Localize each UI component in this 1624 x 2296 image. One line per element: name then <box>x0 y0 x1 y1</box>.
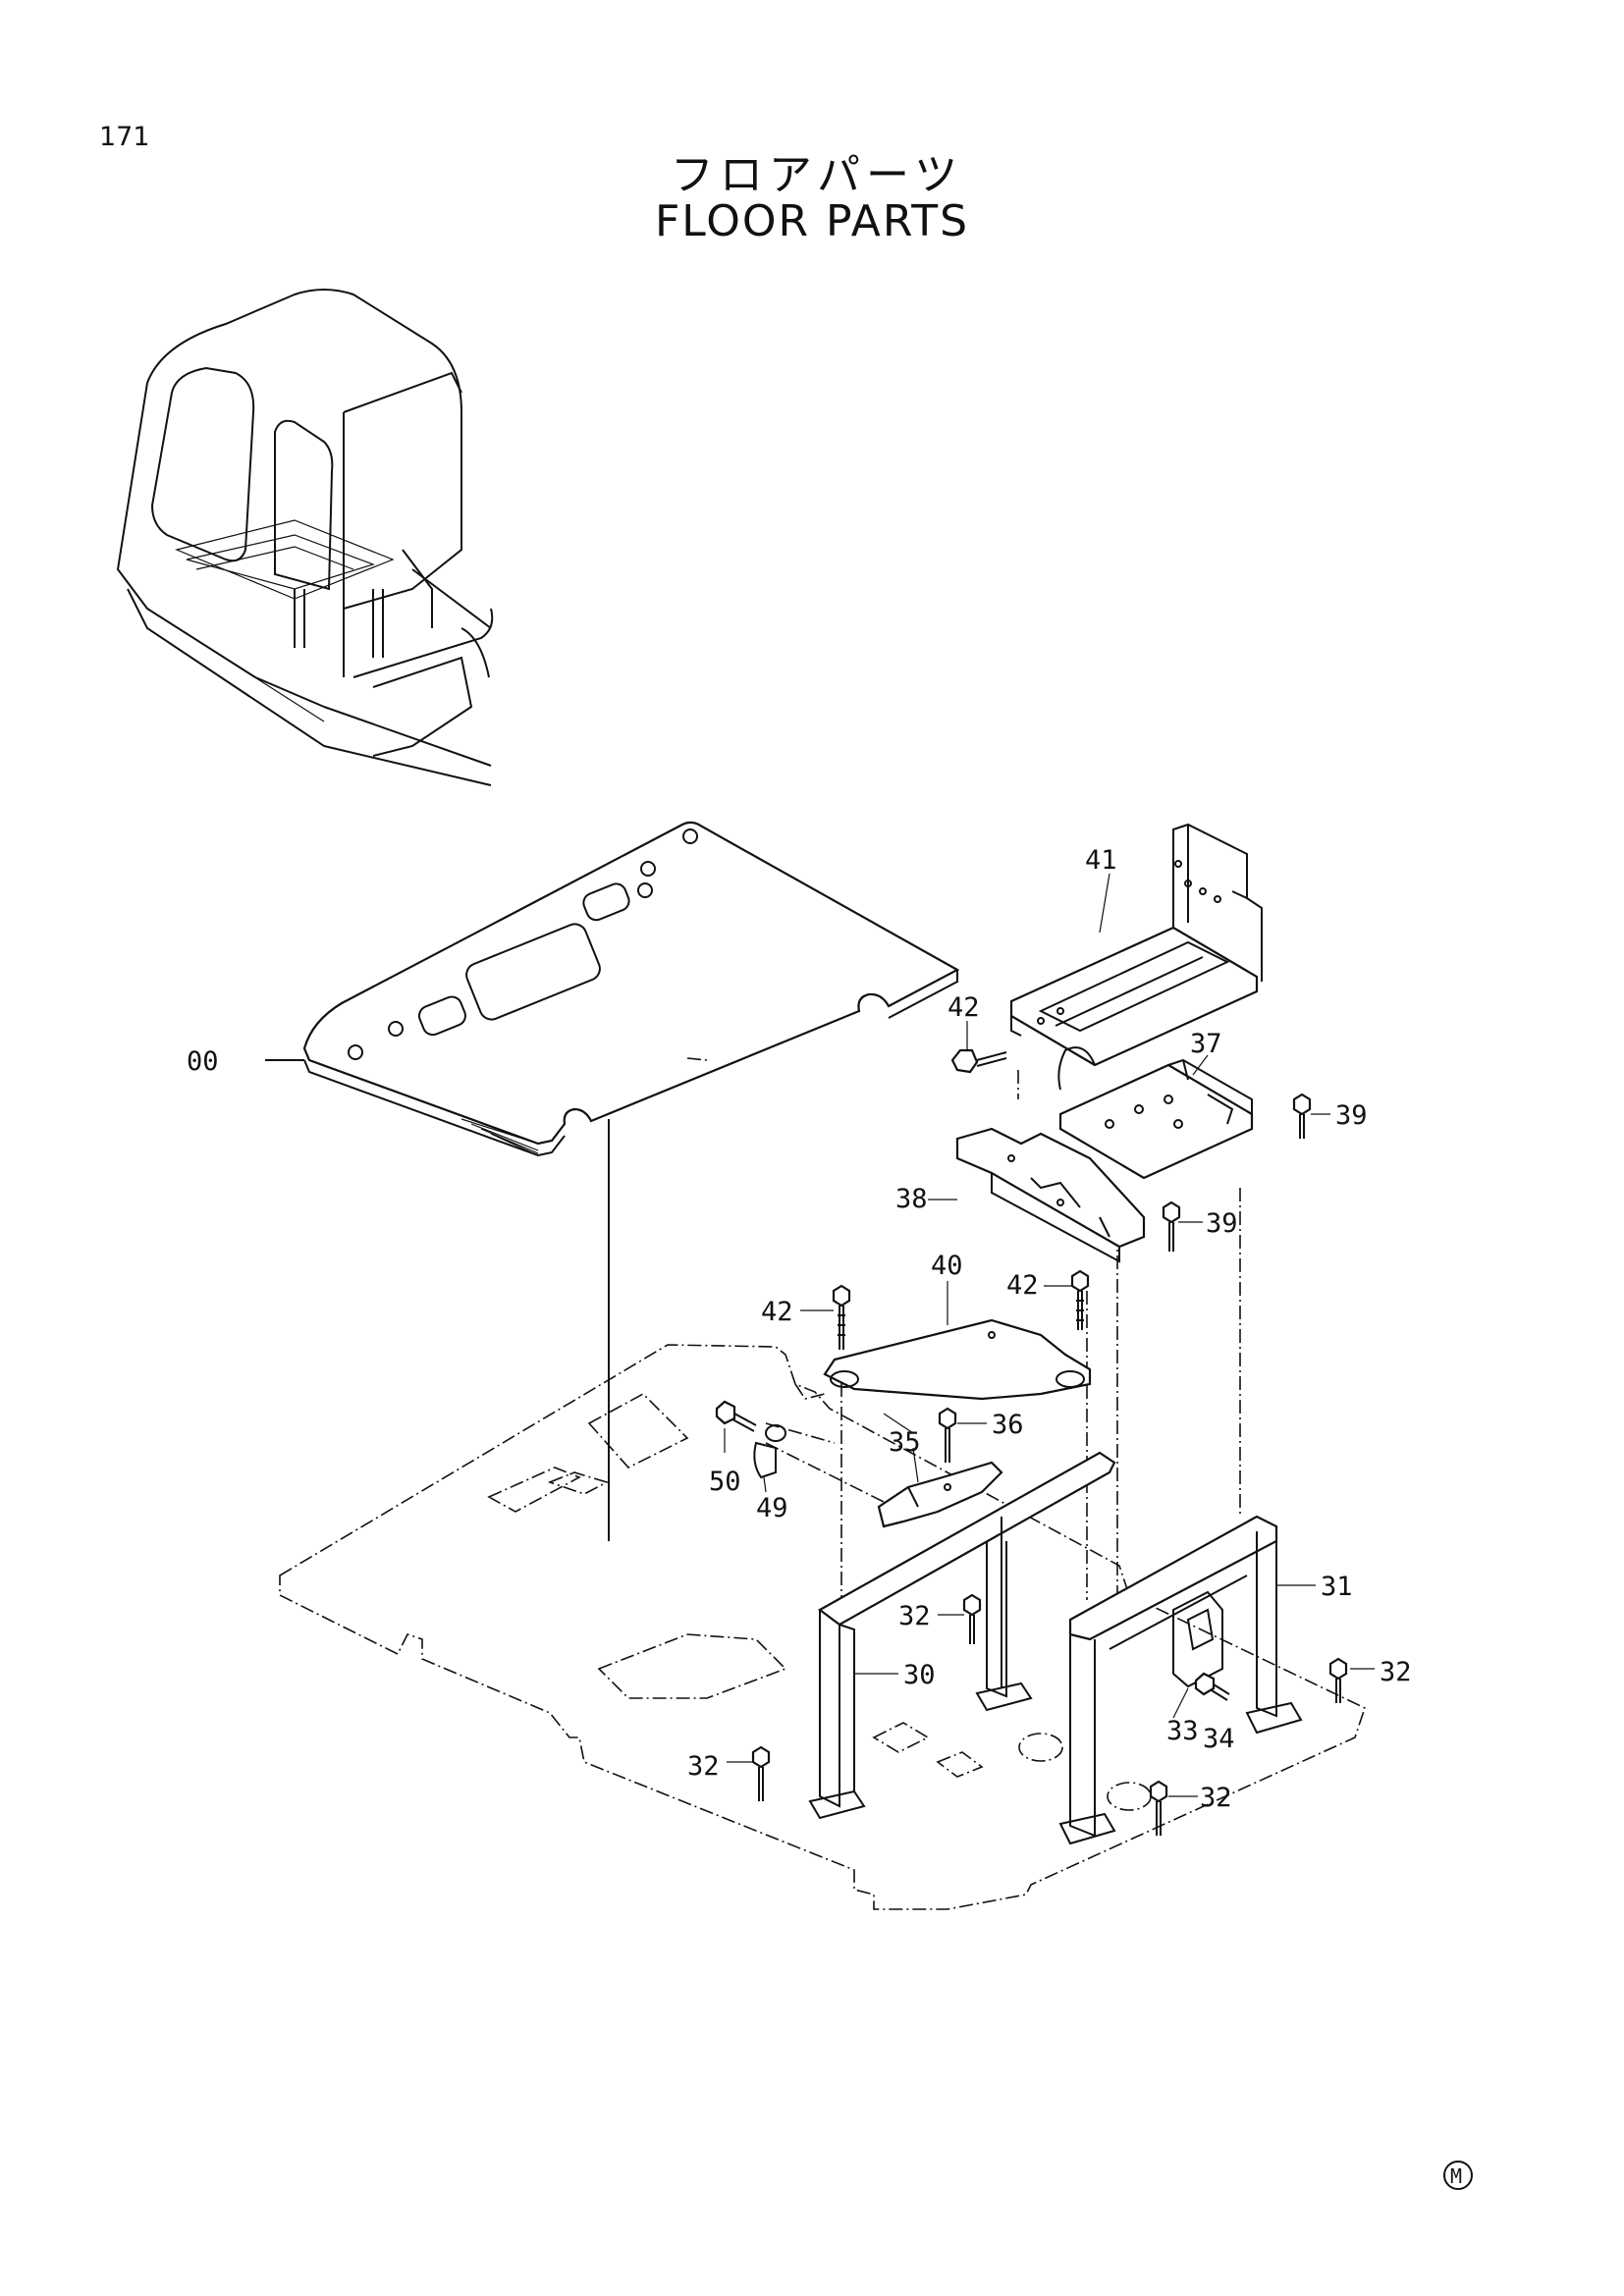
callout-50: 50 <box>709 1467 741 1497</box>
bracket-35-part <box>877 1461 1003 1528</box>
callout-40: 40 <box>931 1251 963 1281</box>
callout-37: 37 <box>1190 1029 1222 1059</box>
callout-31: 31 <box>1321 1572 1353 1602</box>
page-title-japanese: フロアパーツ <box>670 150 964 200</box>
bolt-32-right <box>1328 1657 1348 1703</box>
callout-35: 35 <box>889 1427 921 1458</box>
bracket-41-part <box>1009 823 1263 1091</box>
callout-32-right: 32 <box>1380 1657 1412 1687</box>
callout-36: 36 <box>992 1410 1024 1440</box>
callout-49: 49 <box>756 1493 788 1523</box>
leader-lines <box>608 1057 1241 1620</box>
callout-42-left: 42 <box>761 1297 793 1327</box>
cab-inset-illustration <box>116 289 494 786</box>
callout-30: 30 <box>903 1660 936 1690</box>
stand-31-part <box>1058 1515 1303 1845</box>
callout-38: 38 <box>895 1184 928 1214</box>
footer-mark-letter: M <box>1450 2164 1462 2188</box>
callout-leaders <box>724 873 1375 1797</box>
callout-34: 34 <box>1203 1724 1235 1754</box>
page-title-english: FLOOR PARTS <box>654 196 970 246</box>
callout-39-right: 39 <box>1335 1100 1368 1131</box>
bolt-39-right <box>1292 1093 1312 1139</box>
bolt-42-left <box>832 1284 851 1350</box>
callout-42-top: 42 <box>947 992 980 1023</box>
callout-32-center: 32 <box>898 1601 931 1631</box>
callout-33: 33 <box>1166 1716 1199 1746</box>
bracket-40-part <box>823 1318 1092 1401</box>
callout-41: 41 <box>1085 845 1117 876</box>
bolt-36 <box>938 1407 957 1463</box>
pin-49-part <box>753 1424 786 1479</box>
bolt-32-bottom <box>1149 1780 1168 1836</box>
callout-32-bottom: 32 <box>1200 1783 1232 1813</box>
callout-39-lower: 39 <box>1206 1208 1238 1239</box>
stand-30-part <box>808 1451 1116 1820</box>
bolt-42-right <box>1070 1269 1090 1330</box>
bracket-37-part <box>1058 1058 1254 1180</box>
bolt-32-center <box>962 1593 982 1644</box>
bracket-38-part <box>955 1127 1146 1263</box>
footer-mark: M <box>1443 2161 1473 2190</box>
page-number: 171 <box>99 122 150 152</box>
bolt-34 <box>1194 1672 1230 1701</box>
callout-00: 00 <box>187 1046 219 1077</box>
cab-floor-plate <box>279 1344 1366 1910</box>
floor-mat-part <box>265 821 960 1157</box>
bolt-39-lower <box>1162 1201 1181 1252</box>
callout-42-right: 42 <box>1006 1270 1039 1301</box>
bolt-32-left <box>751 1745 771 1801</box>
callout-32-left: 32 <box>687 1751 720 1782</box>
bolt-42-top <box>950 1048 1007 1074</box>
bolt-50 <box>715 1400 757 1432</box>
callout-labels: 00 41 42 37 39 38 39 40 42 42 35 36 50 4… <box>187 845 1412 1813</box>
